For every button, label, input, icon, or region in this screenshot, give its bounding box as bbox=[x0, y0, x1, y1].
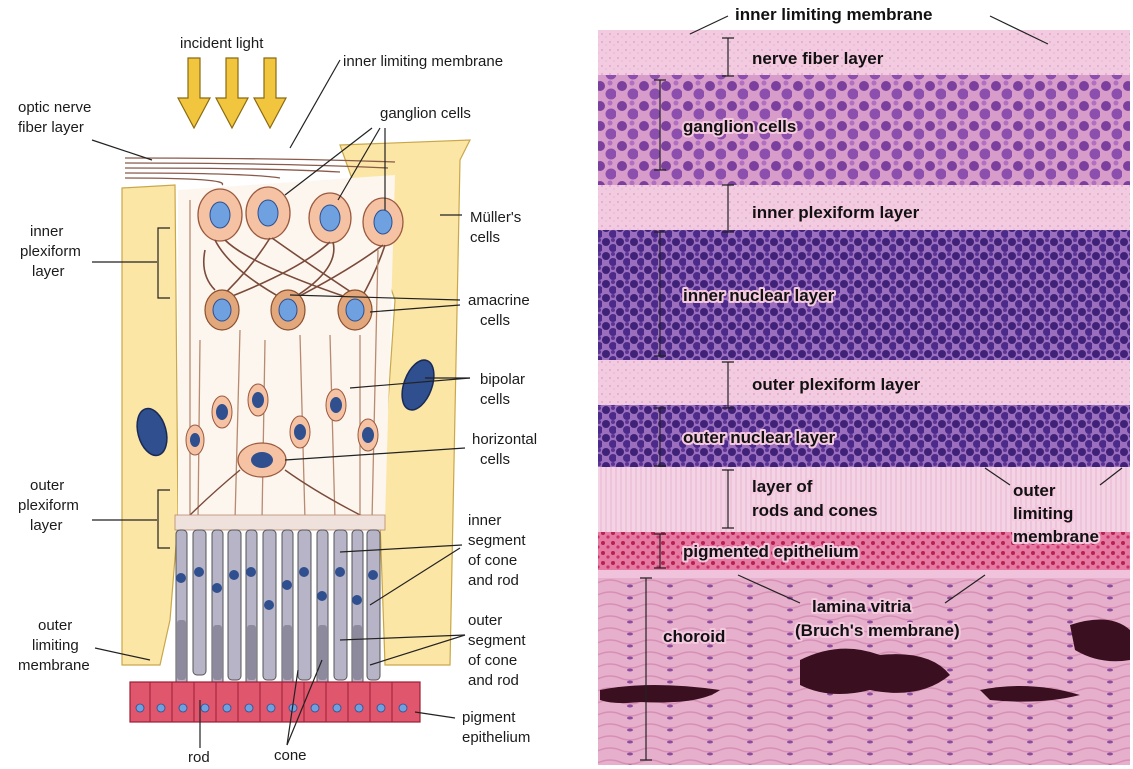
layer-inner-nuclear bbox=[598, 230, 1130, 360]
inner-segment-label: inner segment of cone and rod bbox=[468, 512, 530, 589]
choroid-label: choroid bbox=[663, 627, 725, 646]
right-inner-limiting-membrane-label: inner limiting membrane bbox=[735, 5, 932, 24]
left-inner-limiting-membrane-label: inner limiting membrane bbox=[343, 53, 503, 70]
left-inner-plexiform-layer-label: inner plexiform layer bbox=[20, 223, 85, 280]
cone-label: cone bbox=[274, 747, 307, 764]
incident-light-arrows bbox=[178, 58, 286, 128]
amacrine-cells-label: amacrine cells bbox=[468, 292, 534, 329]
amacrine-cells bbox=[205, 290, 372, 330]
mullers-cells-label: Müller's cells bbox=[470, 209, 525, 246]
right-ganglion-cells-label: ganglion cells bbox=[683, 117, 796, 136]
rod-label: rod bbox=[188, 749, 210, 766]
left-outer-limiting-membrane-label: outer limiting membrane bbox=[18, 617, 90, 674]
pigment-epithelium-label: pigment epithelium bbox=[462, 709, 530, 746]
layer-ganglion-cells bbox=[598, 75, 1130, 185]
nerve-fiber-layer-label: nerve fiber layer bbox=[752, 49, 884, 68]
right-outer-plexiform-layer-label: outer plexiform layer bbox=[752, 375, 921, 394]
right-inner-plexiform-layer-label: inner plexiform layer bbox=[752, 203, 920, 222]
bipolar-cells-label: bipolar cells bbox=[480, 371, 529, 408]
pigment-epithelium-band bbox=[130, 682, 420, 722]
pigmented-epithelium-label: pigmented epithelium bbox=[683, 542, 859, 561]
left-diagram: incident light inner limiting membrane o… bbox=[18, 35, 541, 766]
left-ganglion-cells-label: ganglion cells bbox=[380, 105, 471, 122]
left-outer-plexiform-layer-label: outer plexiform layer bbox=[18, 477, 83, 534]
outer-nuclear-layer-label: outer nuclear layer bbox=[683, 428, 836, 447]
inner-nuclear-layer-label: inner nuclear layer bbox=[683, 286, 835, 305]
incident-light-label: incident light bbox=[180, 35, 264, 52]
layer-lamina-vitria bbox=[598, 570, 1130, 578]
layer-outer-nuclear bbox=[598, 405, 1130, 467]
outer-segment-label: outer segment of cone and rod bbox=[468, 612, 530, 689]
optic-nerve-fiber-layer-label: optic nerve fiber layer bbox=[18, 99, 96, 136]
right-micrograph: inner limiting membrane nerve fiber laye… bbox=[598, 5, 1130, 765]
photoreceptors bbox=[176, 530, 380, 695]
horizontal-cells-label: horizontal cells bbox=[472, 431, 541, 468]
